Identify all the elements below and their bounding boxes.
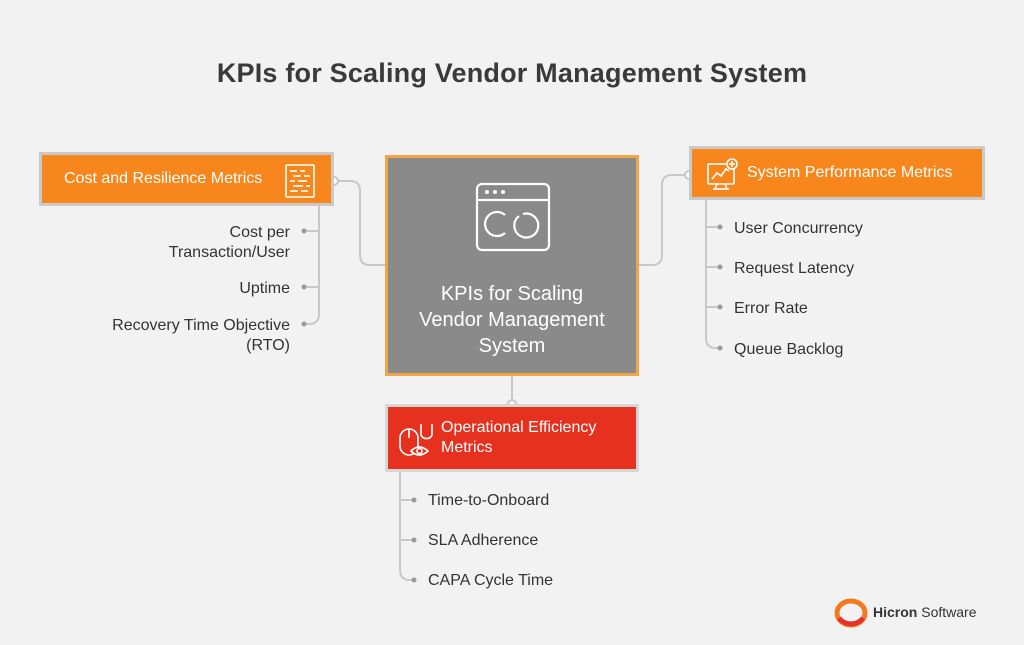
operational-efficiency-label: Operational Efficiency Metrics (441, 418, 596, 458)
list-item-cost-per-transaction: Cost per Transaction/User (169, 223, 290, 263)
page-title: KPIs for Scaling Vendor Management Syste… (216, 58, 808, 88)
bullet-dot (301, 284, 307, 290)
list-item-uptime: Uptime (239, 279, 290, 299)
system-performance-label: System Performance Metrics (747, 164, 953, 181)
list-item-user-concurrency: User Concurrency (734, 220, 863, 237)
connector-center-cost (334, 180, 385, 266)
brand-name: Hicron Software (873, 604, 976, 620)
center-topic-box: KPIs for Scaling Vendor Management Syste… (385, 155, 639, 376)
bullet-dot (717, 264, 723, 270)
item-line: Uptime (239, 280, 290, 297)
bullet-dot (301, 321, 307, 327)
item-line: Recovery Time Objective (112, 317, 290, 334)
list-item-capa-cycle-time: CAPA Cycle Time (428, 572, 554, 589)
box-line: Metrics (441, 439, 493, 456)
list-item-request-latency: Request Latency (734, 260, 855, 277)
mouse-eye-icon (398, 421, 434, 466)
center-line: System (478, 335, 546, 357)
item-line: (RTO) (246, 337, 290, 354)
hicron-ring-logo (833, 597, 869, 634)
center-line: Vendor Management (419, 309, 605, 331)
list-item-queue-backlog: Queue Backlog (734, 341, 844, 358)
browser-window-icon (475, 182, 551, 257)
list-item-time-to-onboard: Time-to-Onboard (428, 492, 550, 509)
bullet-dot (717, 304, 723, 310)
brand-bold: Hicron (873, 604, 918, 620)
connector-center-performance (639, 174, 689, 266)
cost-resilience-box: Cost and Resilience Metrics (39, 152, 334, 206)
operational-efficiency-box: Operational Efficiency Metrics (385, 404, 639, 472)
box-line: Operational Efficiency (441, 419, 597, 436)
bullet-dot (411, 577, 417, 583)
list-item-rto: Recovery Time Objective (RTO) (112, 316, 290, 356)
performance-items-spine (705, 200, 720, 349)
bullet-dot (411, 537, 417, 543)
brand-suffix: Software (921, 604, 977, 620)
list-item-sla-adherence: SLA Adherence (428, 532, 539, 549)
bullet-dot (717, 345, 723, 351)
cost-resilience-label: Cost and Resilience Metrics (64, 170, 263, 187)
bullet-dot (301, 228, 307, 234)
center-line: KPIs for Scaling (440, 283, 584, 305)
monitor-chart-icon (706, 158, 740, 197)
bullet-dot (717, 224, 723, 230)
bullet-dot (411, 497, 417, 503)
item-line: Transaction/User (168, 244, 290, 261)
system-performance-box: System Performance Metrics (689, 146, 985, 200)
operational-items-spine (399, 472, 414, 581)
document-list-icon (283, 163, 319, 204)
center-topic-label: KPIs for Scaling Vendor Management Syste… (388, 281, 636, 359)
cost-items-spine (304, 206, 320, 325)
item-line: Cost per (229, 224, 290, 241)
list-item-error-rate: Error Rate (734, 300, 808, 317)
